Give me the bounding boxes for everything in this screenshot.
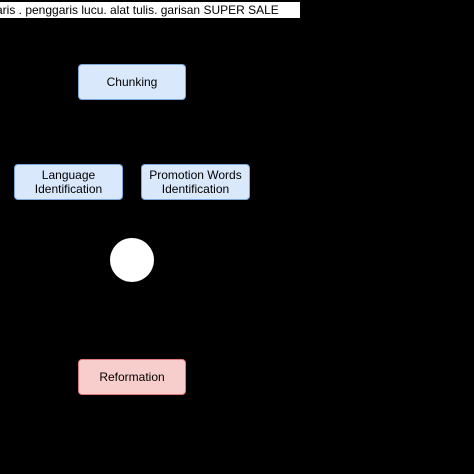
reformation-label: Reformation bbox=[99, 370, 165, 384]
chunking-label: Chunking bbox=[106, 75, 158, 89]
promotion-words-identification-label: Promotion Words Identification bbox=[149, 168, 242, 196]
reformation-node: Reformation bbox=[78, 359, 186, 395]
banner-text: aris . penggaris lucu. alat tulis. garis… bbox=[0, 3, 279, 17]
junction-circle bbox=[110, 238, 154, 282]
chunking-node: Chunking bbox=[78, 64, 186, 100]
promotion-words-identification-node: Promotion Words Identification bbox=[141, 164, 250, 200]
language-identification-node: Language Identification bbox=[14, 164, 123, 200]
top-banner: aris . penggaris lucu. alat tulis. garis… bbox=[0, 2, 300, 18]
language-identification-label: Language Identification bbox=[34, 168, 103, 196]
